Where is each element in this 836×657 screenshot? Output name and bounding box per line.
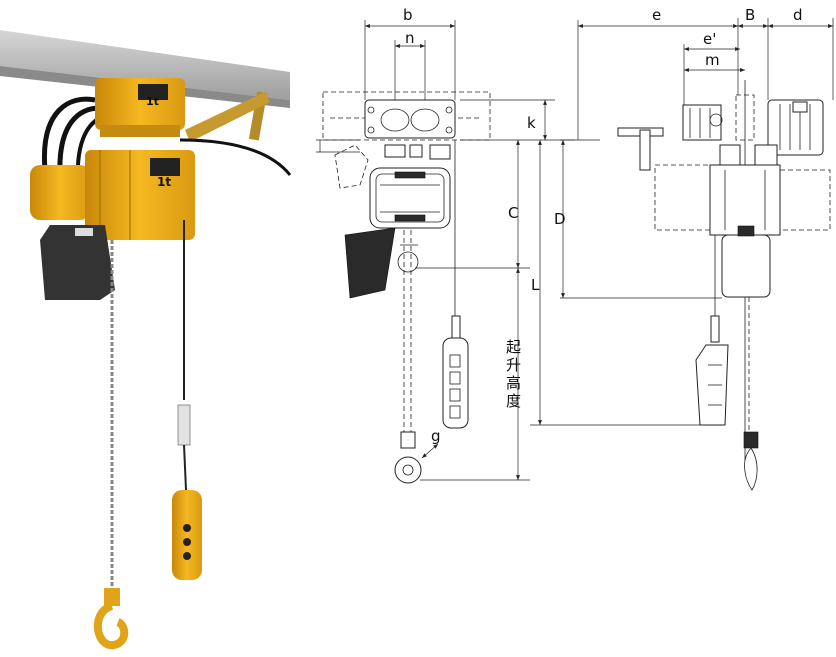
label-lift-3: 高 bbox=[506, 374, 521, 392]
label-d: d bbox=[793, 6, 803, 24]
label-lift-4: 度 bbox=[506, 392, 521, 410]
label-L: L bbox=[531, 276, 540, 294]
label-lift-1: 起 bbox=[506, 338, 521, 356]
label-g: g bbox=[431, 427, 441, 445]
label-k: k bbox=[527, 114, 536, 132]
label-e: e bbox=[652, 6, 661, 24]
label-n: n bbox=[405, 29, 415, 47]
hoist-nameplate: 1t bbox=[157, 175, 171, 189]
label-e-prime: e' bbox=[703, 30, 716, 48]
side-view-drawing: e B d e' m bbox=[530, 6, 834, 491]
label-C: C bbox=[508, 204, 518, 222]
rail-beam bbox=[0, 30, 290, 100]
label-D: D bbox=[554, 210, 566, 228]
hook bbox=[93, 602, 129, 650]
trolley-nameplate: 1t bbox=[146, 95, 159, 108]
product-photo: 1t 1t bbox=[0, 30, 292, 650]
front-view-drawing: b n k C 起 升 高 度 L D g bbox=[316, 6, 575, 484]
hoist-motor bbox=[30, 165, 90, 220]
label-lift-2: 升 bbox=[506, 356, 521, 374]
chain-container bbox=[40, 225, 115, 300]
label-m: m bbox=[705, 51, 720, 69]
label-b: b bbox=[403, 6, 413, 24]
label-B: B bbox=[745, 6, 755, 24]
pendant-control bbox=[172, 490, 202, 580]
